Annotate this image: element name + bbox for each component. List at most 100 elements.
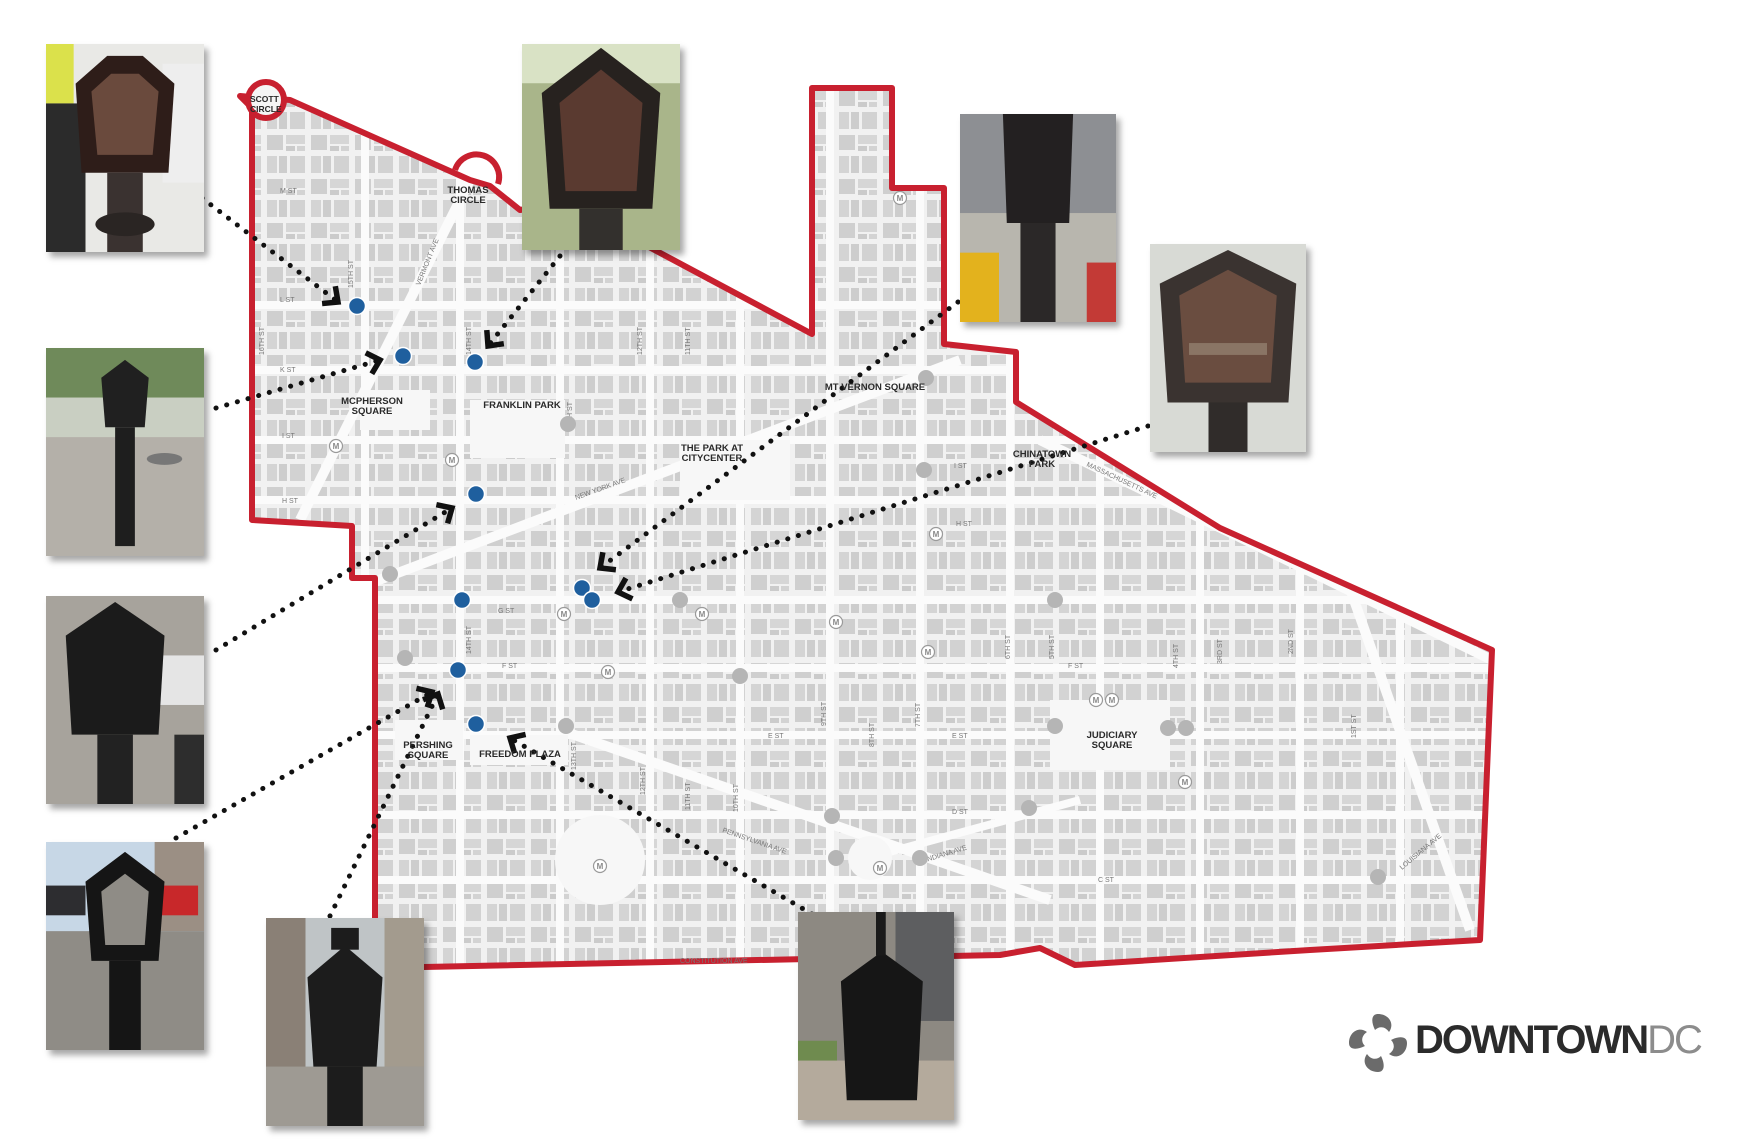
photo-connectors: [173, 195, 1151, 919]
metro-station-symbol: M: [597, 862, 604, 871]
street-16th-st: 16TH ST: [259, 326, 266, 355]
gray-call-box-marker: [672, 592, 688, 608]
street-10th-st: 10TH ST: [733, 783, 740, 812]
street-g-st: G ST: [498, 608, 515, 615]
metro-station-icon: [892, 190, 908, 206]
blue-call-box-marker[interactable]: [393, 346, 413, 366]
brand-wordmark: DOWNTOWNDC: [1415, 1018, 1703, 1063]
street-constitution-ave: CONSTITUTION AVE: [680, 958, 748, 965]
call-box-photo-icon: [1150, 244, 1306, 452]
blue-markers: [347, 296, 602, 734]
metro-station-symbol: M: [333, 442, 340, 451]
street-k-st: K ST: [280, 367, 296, 374]
connector-arrowhead-icon: [506, 731, 527, 755]
place-label-line: CIRCLE: [250, 104, 282, 114]
street-i-st-east: I ST: [954, 463, 968, 470]
dotted-connector-line: [213, 357, 383, 411]
connector-arrowhead-icon: [435, 502, 456, 525]
street-2nd-st: 2ND ST: [1288, 628, 1295, 654]
street-e-st-east: E ST: [952, 733, 968, 740]
brand-name-bold: DOWNTOWN: [1415, 1018, 1649, 1062]
metro-station-icon: [592, 858, 608, 874]
gray-call-box-marker: [912, 850, 928, 866]
street-h-st-west: H ST: [282, 498, 299, 505]
street-8th-st: 8TH ST: [869, 722, 876, 747]
place-label-line: JUDICIARY: [1087, 730, 1139, 741]
gray-call-box-marker: [1160, 720, 1176, 736]
place-label-line: SQUARE: [408, 750, 449, 761]
street-m-st: M ST: [280, 188, 297, 195]
downtown-dc-logo-icon: [1349, 1014, 1407, 1072]
dotted-connector-line: [213, 505, 455, 653]
street-e-st-west: E ST: [768, 733, 784, 740]
metro-station-icon: [1177, 774, 1193, 790]
street-f-st-east: F ST: [1068, 663, 1084, 670]
street-12th-st-north: 12TH ST: [637, 326, 644, 355]
call-box-photo-4: [1150, 244, 1306, 452]
gray-call-box-marker: [1178, 720, 1194, 736]
street-4th-st: 4TH ST: [1173, 643, 1180, 668]
downtown-dc-logo: DOWNTOWNDC: [1345, 1010, 1705, 1080]
gray-call-box-marker: [1370, 869, 1386, 885]
blue-call-box-marker[interactable]: [465, 352, 485, 372]
dotted-connector-line: [485, 253, 563, 349]
street-i-st-west: I ST: [282, 433, 296, 440]
metro-station-icon: [694, 606, 710, 622]
place-label-line: SCOTT: [250, 94, 280, 104]
street-1st-st: 1ST ST: [1351, 714, 1358, 738]
metro-station-symbol: M: [449, 456, 456, 465]
blue-call-box-marker[interactable]: [452, 590, 472, 610]
street-13th-st-south: 13TH ST: [571, 741, 578, 770]
gray-markers: [382, 370, 1386, 885]
metro-station-symbol: M: [561, 610, 568, 619]
metro-station-icon: [328, 438, 344, 454]
street-h-st-east: H ST: [956, 521, 973, 528]
call-box-photo-9: [798, 912, 954, 1120]
call-box-photo-icon: [46, 596, 204, 804]
street-l-st: L ST: [280, 297, 295, 304]
call-box-photo-6: [46, 596, 204, 804]
place-label-line: SQUARE: [352, 406, 393, 417]
blue-call-box-marker[interactable]: [466, 484, 486, 504]
blue-call-box-marker[interactable]: [572, 578, 592, 598]
street-3rd-st: 3RD ST: [1217, 638, 1224, 664]
gray-call-box-marker: [382, 566, 398, 582]
street-14th-st-south: 14TH ST: [466, 625, 473, 654]
blue-call-box-marker[interactable]: [582, 590, 602, 610]
street-f-st-west: F ST: [502, 663, 518, 670]
metro-station-symbol: M: [1182, 778, 1189, 787]
place-label-line: SQUARE: [1092, 740, 1133, 751]
place-label-line: PERSHING: [403, 740, 453, 751]
gray-call-box-marker: [1021, 800, 1037, 816]
gray-call-box-marker: [560, 416, 576, 432]
metro-station-icon: [1088, 692, 1104, 708]
connector-arrowhead-icon: [321, 285, 342, 307]
blue-call-box-marker[interactable]: [466, 714, 486, 734]
place-freedom-plaza: FREEDOM PLAZA: [479, 749, 561, 760]
metro-station-icon: [828, 614, 844, 630]
call-box-photo-icon: [798, 912, 954, 1120]
call-box-photo-8: [266, 918, 424, 1126]
metro-station-icon: [444, 452, 460, 468]
gray-call-box-marker: [824, 808, 840, 824]
gray-call-box-marker: [558, 718, 574, 734]
blue-call-box-marker[interactable]: [448, 660, 468, 680]
connector-arrowhead-icon: [614, 576, 634, 602]
place-label-line: CITYCENTER: [682, 453, 743, 464]
street-9th-st: 9TH ST: [821, 701, 828, 726]
place-franklin-park: FRANKLIN PARK: [483, 400, 561, 411]
blue-call-box-marker[interactable]: [347, 296, 367, 316]
call-box-photo-7: [46, 842, 204, 1050]
call-box-photo-icon: [46, 44, 204, 252]
metro-station-symbol: M: [1109, 696, 1116, 705]
place-label-line: THE PARK AT: [681, 443, 743, 454]
street-12th-st-south: 12TH ST: [640, 766, 647, 795]
